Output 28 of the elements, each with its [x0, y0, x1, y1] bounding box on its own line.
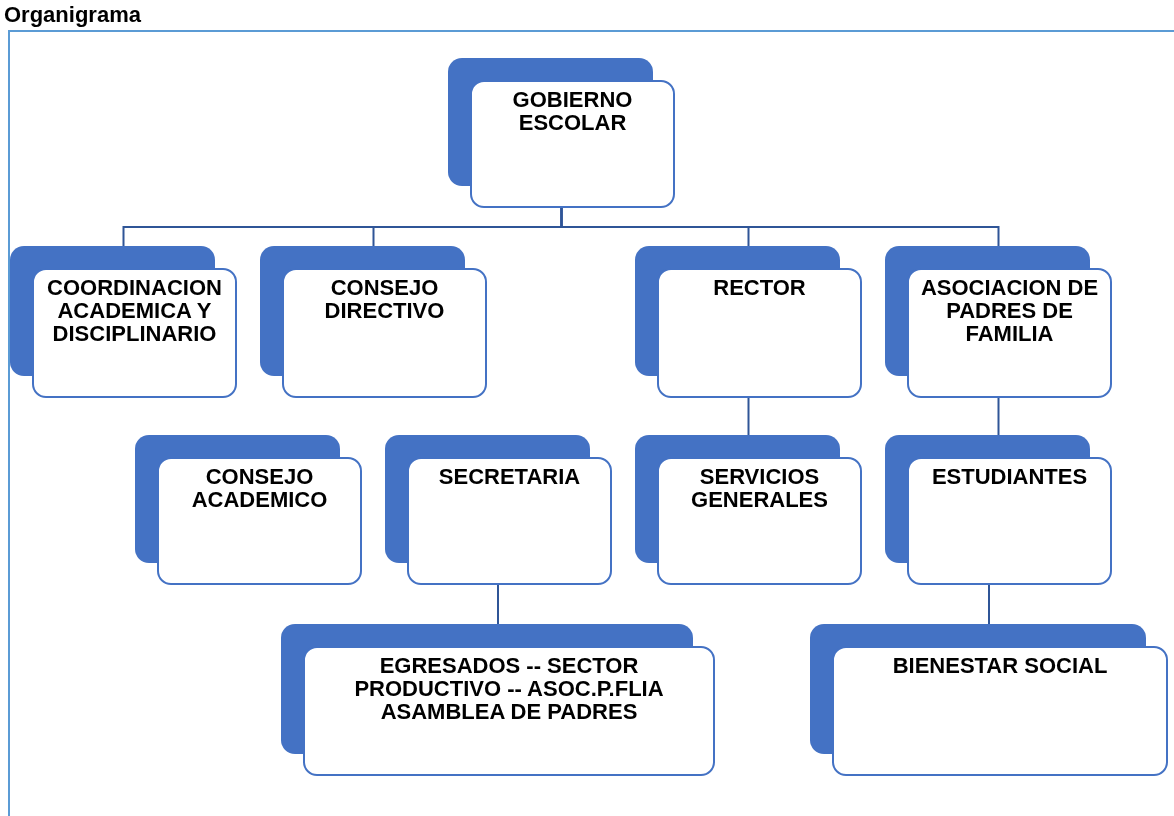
org-box [135, 435, 362, 585]
org-box [448, 58, 675, 208]
box-label: ESTUDIANTES [931, 465, 1088, 489]
org-box [260, 246, 487, 398]
box-label: RECTOR [713, 276, 806, 300]
box-label: CONSEJO DIRECTIVO [323, 276, 446, 323]
org-box [281, 624, 715, 776]
org-box [635, 435, 862, 585]
org-box [635, 246, 862, 398]
org-box [885, 435, 1112, 585]
org-box [885, 246, 1112, 398]
box-label: BIENESTAR SOCIAL [892, 654, 1108, 678]
box-label: GOBIERNO ESCOLAR [511, 88, 634, 135]
connector-line [988, 584, 990, 625]
connector-line [497, 584, 499, 625]
box-label: EGRESADOS -- SECTOR PRODUCTIVO -- ASOC.P.FLIA ASAMBLEA DE PADRES [353, 654, 665, 724]
diagram-title: Organigrama [4, 2, 141, 28]
connector-line [560, 207, 1000, 247]
box-label: ASOCIACION DE PADRES DE FAMILIA [919, 276, 1100, 346]
box-label: COORDINACION ACADEMICA Y DISCIPLINARIO [46, 276, 223, 346]
connector-line [997, 397, 1000, 436]
box-label: CONSEJO ACADEMICO [190, 465, 329, 512]
org-box [385, 435, 612, 585]
box-label: SECRETARIA [438, 465, 581, 489]
connector-line [747, 397, 750, 436]
org-box [810, 624, 1168, 776]
box-label: SERVICIOS GENERALES [690, 465, 829, 512]
org-box [10, 246, 237, 398]
